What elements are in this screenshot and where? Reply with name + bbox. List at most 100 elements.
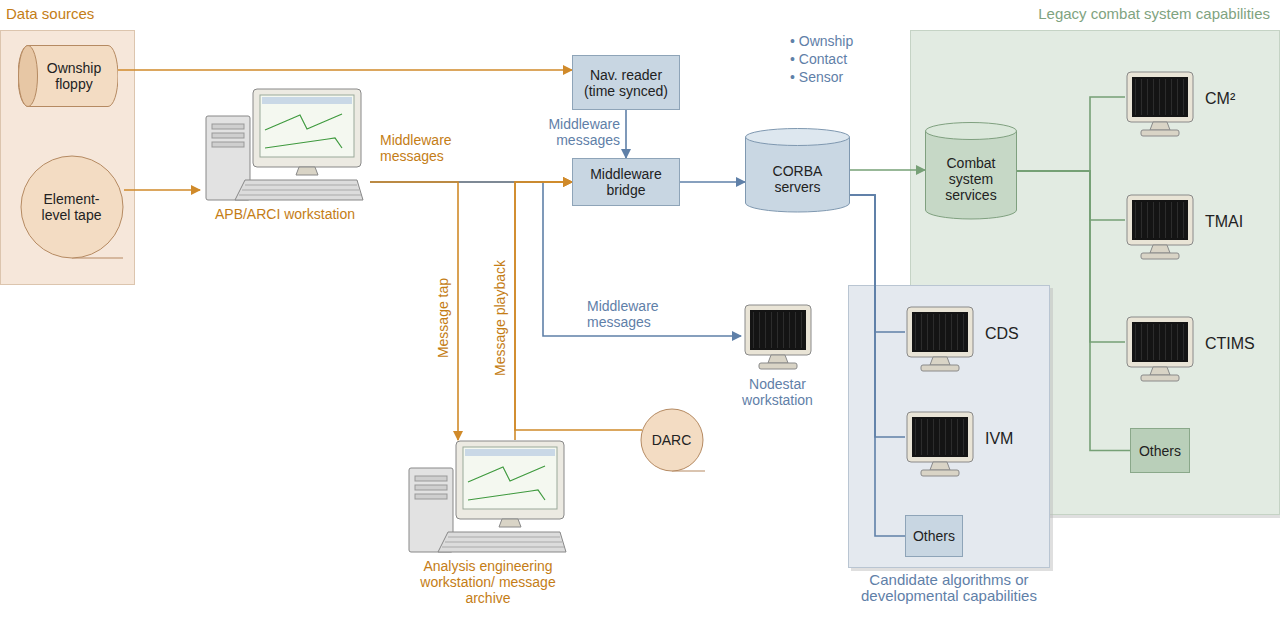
monitor-screen [463, 447, 557, 509]
screen-line [771, 312, 772, 348]
monitor-neck [499, 519, 521, 527]
connector [370, 182, 458, 440]
connector [850, 169, 925, 171]
connector [625, 110, 627, 158]
monitor-screen [750, 310, 806, 350]
monitor-base [1141, 375, 1179, 381]
screen-line [957, 314, 958, 350]
connector [850, 195, 905, 536]
screen-line [1141, 324, 1142, 360]
screen-line [1171, 79, 1172, 115]
screen-line [801, 312, 802, 348]
server-cylinder: CORBA servers [745, 128, 850, 213]
floppy-body [18, 46, 118, 107]
screen-line [1147, 324, 1148, 360]
cylinder-top [746, 129, 850, 146]
key-row [245, 185, 357, 186]
connector [850, 195, 905, 437]
monitor-neck [1150, 122, 1170, 130]
connector [118, 69, 572, 71]
connector [1017, 171, 1125, 220]
panel-backdrop [1, 31, 135, 285]
screen-line [1171, 324, 1172, 360]
panel-backdrop [849, 286, 1050, 568]
monitor: CDS [905, 300, 1040, 380]
screen-line [933, 314, 934, 350]
monitor: Nodestar workstation [715, 303, 840, 408]
screen-line [1177, 79, 1178, 115]
key-row [442, 547, 564, 548]
node-label: Others [1139, 443, 1181, 459]
node-label: Middleware bridge [577, 166, 675, 198]
monitor-screen [260, 95, 354, 157]
node-label: Data sources [6, 6, 94, 22]
node-label: Nodestar workstation [715, 376, 840, 408]
monitor-bezel [253, 89, 361, 167]
chart-trace [265, 114, 342, 130]
node-label: Others [913, 528, 955, 544]
monitor-base [921, 470, 959, 476]
screen-line [933, 419, 934, 455]
key-row [448, 537, 560, 538]
screen-line [765, 312, 766, 348]
cylinder-top [926, 123, 1017, 140]
screen-line [927, 314, 928, 350]
monitor-screen [912, 417, 968, 457]
chart-trace [468, 466, 545, 482]
connector [680, 181, 745, 183]
drive-slot [415, 485, 447, 490]
node-label: APB/ARCI workstation [215, 206, 355, 222]
screen-line [951, 314, 952, 350]
screen-line [957, 419, 958, 455]
key-row [445, 542, 562, 543]
screen-line [939, 314, 940, 350]
monitor-bezel [1127, 195, 1193, 245]
chart-trace [265, 138, 342, 148]
candidate-panel: Candidate algorithms or developmental ca… [848, 285, 1050, 568]
screen-line [1165, 202, 1166, 238]
cylinder-body [926, 131, 1017, 219]
screen-line [1153, 79, 1154, 115]
screen-line [945, 314, 946, 350]
process-box: Others [905, 515, 963, 557]
monitor: CTIMS [1125, 310, 1270, 390]
monitor-bezel [907, 412, 973, 462]
node-label: Nav. reader (time synced) [577, 67, 675, 99]
connector [515, 182, 572, 440]
shape-outline [1125, 315, 1195, 385]
node-label: Analysis engineering workstation/ messag… [403, 558, 573, 606]
monitor-neck [1150, 367, 1170, 375]
screen-line [939, 419, 940, 455]
drive-slot [415, 494, 447, 499]
bullet-label: • Sensor [790, 69, 843, 85]
screen-line [963, 314, 964, 350]
node-label: CTIMS [1205, 335, 1255, 353]
screen-line [1177, 202, 1178, 238]
shape-outline [905, 410, 975, 480]
tape-reel-body [21, 156, 123, 258]
edge-label: Middleware messages [585, 298, 709, 330]
screen-line [1135, 79, 1136, 115]
edge-label: Message tap [435, 276, 451, 360]
drive-slot [212, 133, 244, 138]
screen-line [1159, 79, 1160, 115]
monitor-base [1141, 253, 1179, 259]
connector [1017, 97, 1125, 171]
monitor: TMAI [1125, 188, 1270, 268]
screen-line [1183, 324, 1184, 360]
node-label: Element-level tape [30, 191, 113, 223]
screen-line [783, 312, 784, 348]
monitor-neck [296, 167, 318, 175]
screen-line [951, 419, 952, 455]
screen-line [753, 312, 754, 348]
monitor-bezel [1127, 72, 1193, 122]
screen-line [921, 314, 922, 350]
screen-line [1141, 79, 1142, 115]
shape-outline [743, 303, 813, 373]
drive-slot [212, 142, 244, 147]
floppy-end [19, 46, 38, 107]
screen-line [1159, 202, 1160, 238]
node-label: CM² [1205, 90, 1235, 108]
monitor-screen [1132, 77, 1188, 117]
